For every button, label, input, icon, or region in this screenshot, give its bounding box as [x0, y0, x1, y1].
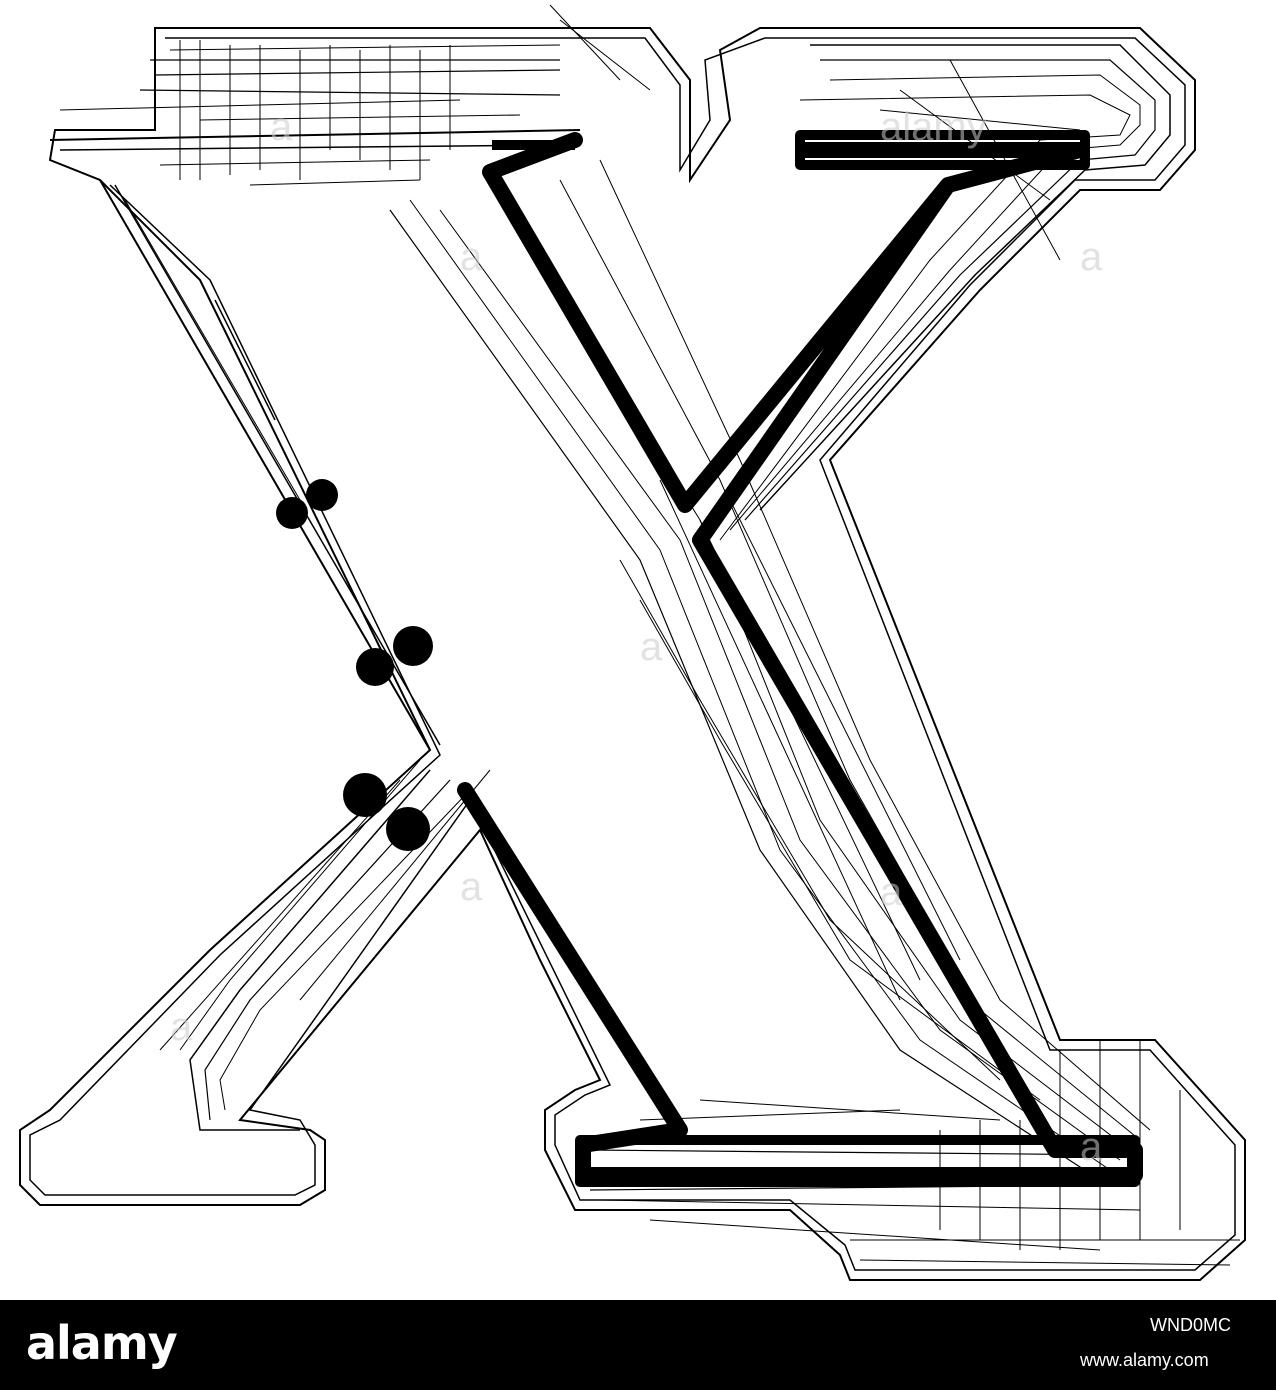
letter-x-artwork: a alamy a a a a a a a [19, 4, 1246, 1281]
svg-text:a: a [880, 870, 903, 914]
alamy-logo: alamy [26, 1316, 178, 1370]
svg-text:a: a [1080, 235, 1103, 279]
technical-letter-x-illustration: a alamy a a a a a a a [19, 4, 1246, 1281]
svg-text:a: a [460, 235, 483, 279]
svg-text:a: a [460, 865, 483, 909]
svg-text:a: a [170, 1005, 193, 1049]
site-url-text: www.alamy.com [1080, 1350, 1209, 1370]
image-id-text: WND0MC [1150, 1315, 1231, 1335]
svg-text:alamy: alamy [880, 105, 987, 149]
svg-text:a: a [640, 625, 663, 669]
footer-bar: alamy WND0MC www.alamy.com [0, 1300, 1276, 1390]
svg-text:a: a [270, 105, 293, 149]
svg-text:a: a [1080, 1125, 1103, 1169]
